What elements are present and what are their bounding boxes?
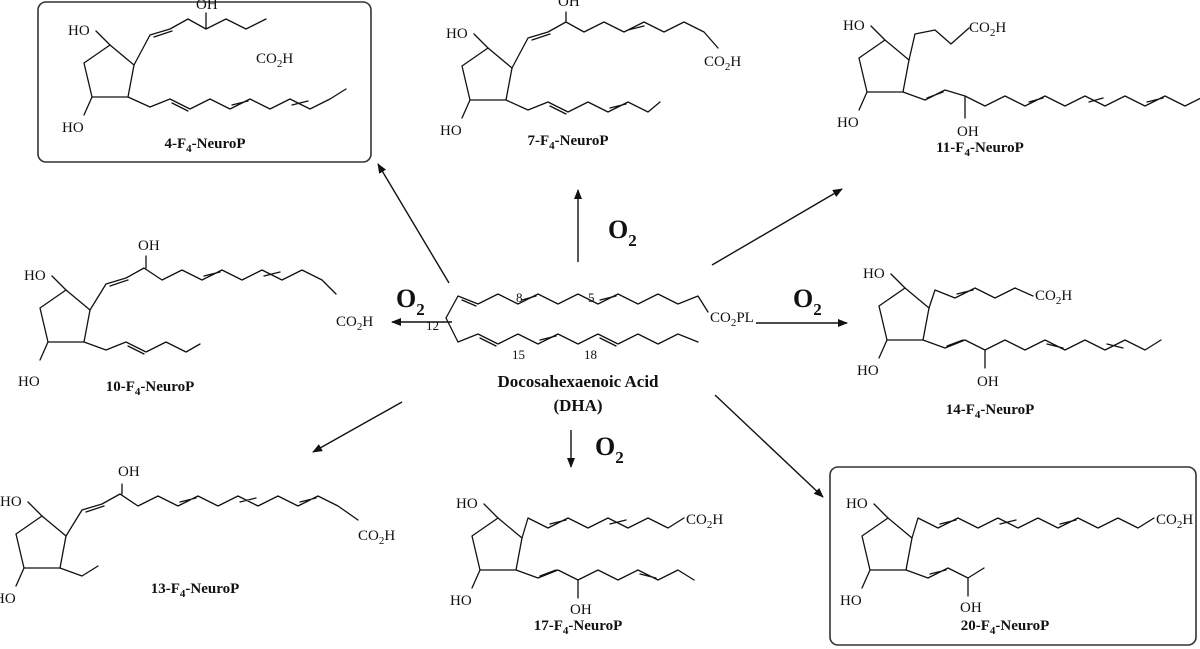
svg-text:HO: HO xyxy=(450,593,472,609)
product-20-label: 20-F4-NeuroP xyxy=(961,618,1050,637)
oxygen-label-right: O2 xyxy=(793,284,822,319)
arrow-to-20 xyxy=(714,394,824,498)
position-5: 5 xyxy=(588,290,595,305)
position-15: 15 xyxy=(512,347,525,362)
svg-text:CO2H: CO2H xyxy=(969,20,1006,39)
svg-text:HO: HO xyxy=(24,268,46,284)
highlight-frame-4 xyxy=(37,1,372,163)
oxygen-label-left: O2 xyxy=(396,284,425,319)
product-17-label: 17-F4-NeuroP xyxy=(534,618,623,637)
product-4-label: 4-F4-NeuroP xyxy=(164,136,245,155)
product-10-label: 10-F4-NeuroP xyxy=(106,379,195,398)
svg-text:HO: HO xyxy=(18,374,40,390)
svg-text:HO: HO xyxy=(846,496,868,512)
product-17-structure: HO HO OH CO2H xyxy=(450,496,723,618)
arrow-to-4 xyxy=(377,163,450,284)
svg-text:OH: OH xyxy=(118,464,140,480)
svg-text:HO: HO xyxy=(0,494,22,510)
svg-text:CO2H: CO2H xyxy=(1035,288,1072,307)
svg-text:HO: HO xyxy=(843,18,865,34)
product-13-structure: HO HO OH CO2H xyxy=(0,464,395,607)
svg-text:HO: HO xyxy=(837,115,859,131)
product-4-structure: HO HO OH CO2H xyxy=(62,0,347,136)
dha-name: Docosahexaenoic Acid xyxy=(497,372,659,391)
reaction-arrows xyxy=(312,163,848,498)
svg-text:CO2H: CO2H xyxy=(686,512,723,531)
svg-text:HO: HO xyxy=(62,120,84,136)
svg-text:CO2H: CO2H xyxy=(1156,512,1193,531)
product-20-structure: HO HO OH CO2H xyxy=(840,496,1193,616)
dha-structure: 8 5 12 15 18 CO2PL Docosahexaenoic Acid … xyxy=(426,290,754,415)
svg-text:OH: OH xyxy=(977,374,999,390)
position-18: 18 xyxy=(584,347,597,362)
oxygen-label-top: O2 xyxy=(608,215,637,250)
svg-text:OH: OH xyxy=(196,0,218,13)
product-11-label: 11-F4-NeuroP xyxy=(936,140,1024,159)
svg-text:HO: HO xyxy=(456,496,478,512)
svg-text:OH: OH xyxy=(960,600,982,616)
arrow-to-11 xyxy=(711,188,843,266)
position-8: 8 xyxy=(516,290,523,305)
svg-text:CO2H: CO2H xyxy=(704,54,741,73)
dha-ester-group: CO2PL xyxy=(710,310,754,329)
svg-text:OH: OH xyxy=(138,238,160,254)
product-7-label: 7-F4-NeuroP xyxy=(527,133,608,152)
product-11-structure: HO HO OH CO2H xyxy=(837,18,1200,140)
dha-abbreviation: (DHA) xyxy=(553,396,602,415)
svg-text:CO2H: CO2H xyxy=(336,314,373,333)
svg-text:HO: HO xyxy=(440,123,462,139)
svg-text:HO: HO xyxy=(857,363,879,379)
product-14-label: 14-F4-NeuroP xyxy=(946,402,1035,421)
product-13-label: 13-F4-NeuroP xyxy=(151,581,240,600)
svg-text:OH: OH xyxy=(957,124,979,140)
svg-text:HO: HO xyxy=(840,593,862,609)
svg-text:HO: HO xyxy=(446,26,468,42)
svg-text:OH: OH xyxy=(570,602,592,618)
svg-text:HO: HO xyxy=(863,266,885,282)
product-7-structure: HO HO OH CO2H xyxy=(440,0,741,139)
product-14-structure: HO HO OH CO2H xyxy=(857,266,1162,390)
svg-text:CO2H: CO2H xyxy=(358,528,395,547)
svg-text:OH: OH xyxy=(558,0,580,10)
svg-text:HO: HO xyxy=(0,591,16,607)
svg-text:HO: HO xyxy=(68,23,90,39)
oxygen-label-bottom: O2 xyxy=(595,432,624,467)
highlight-frame-20 xyxy=(829,466,1197,646)
product-10-structure: HO HO OH CO2H xyxy=(18,238,373,390)
arrow-to-13 xyxy=(312,401,403,453)
svg-text:CO2H: CO2H xyxy=(256,51,293,70)
position-12: 12 xyxy=(426,318,439,333)
